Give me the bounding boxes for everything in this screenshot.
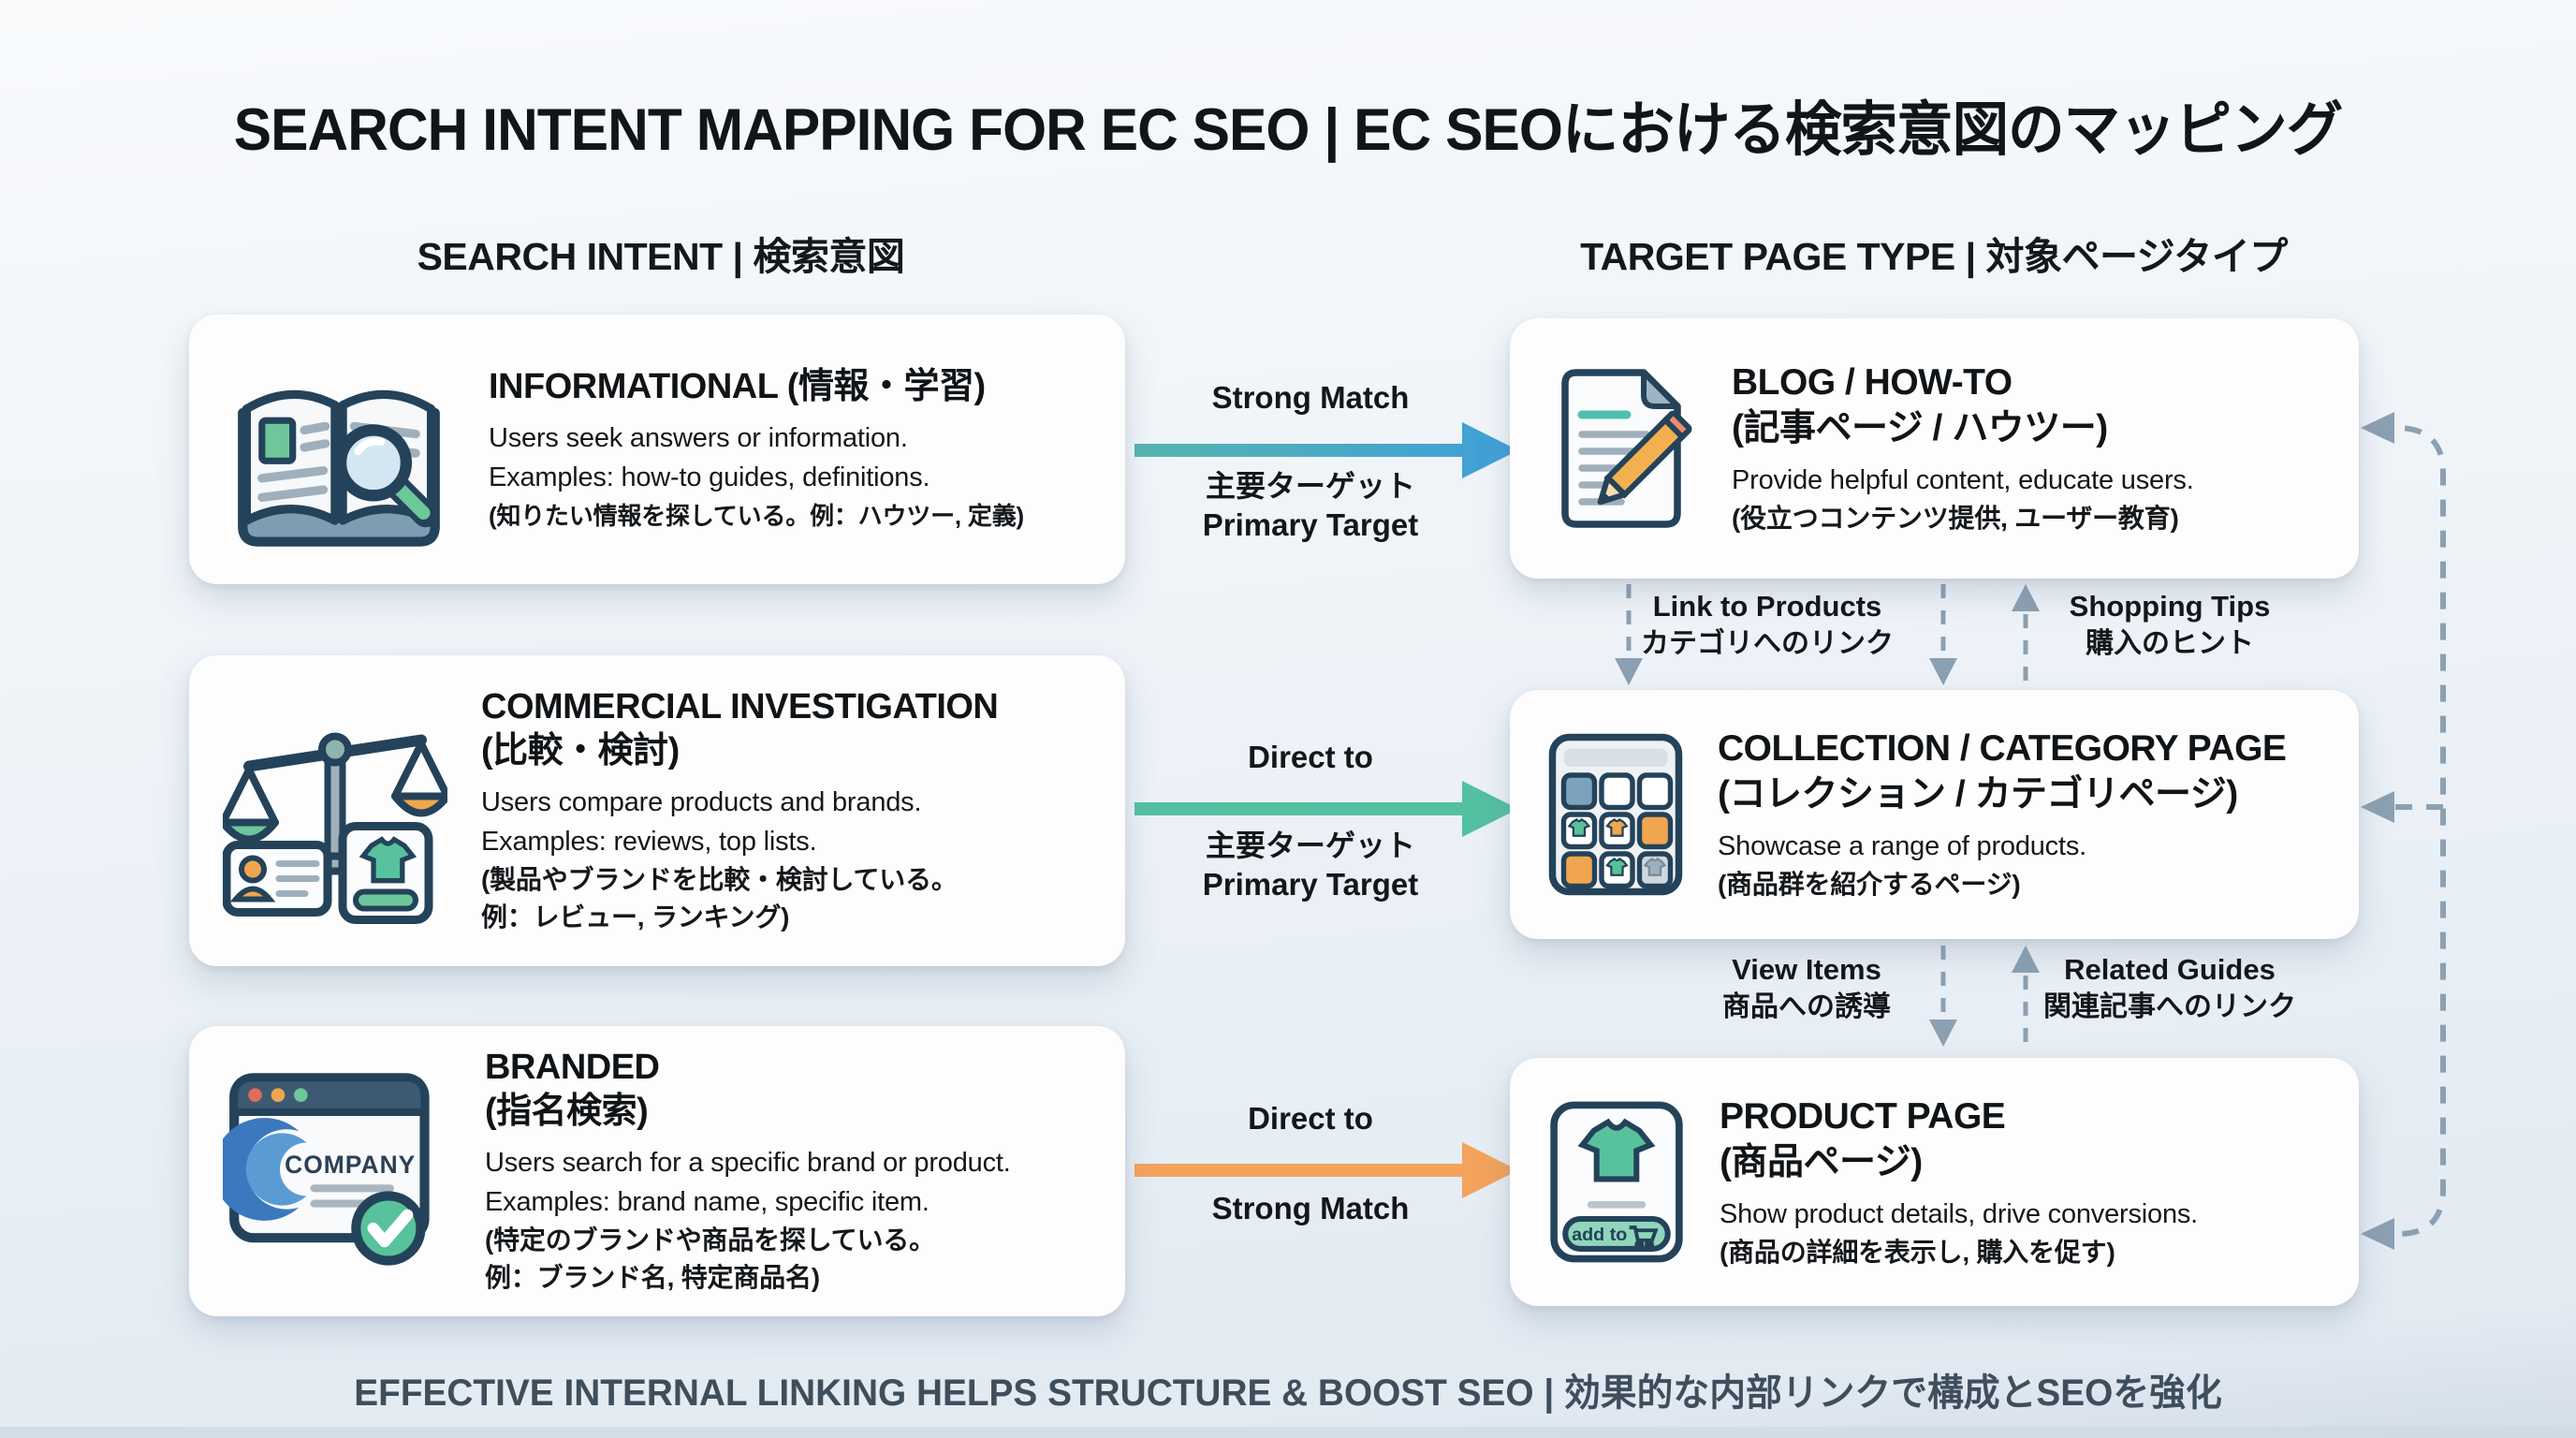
- intent-line-ja: (特定のブランドや商品を探している。: [485, 1225, 935, 1255]
- link-label-related-guides: Related Guides 関連記事へのリンク: [2043, 953, 2296, 1022]
- intent-card-branded: COMPANY BRANDED (指名検索) Users search for …: [189, 1026, 1125, 1316]
- link-label-shopping-tips: Shopping Tips 購入のヒント: [2069, 590, 2271, 659]
- page-title-line: BLOG / HOW-TO: [1732, 362, 2012, 403]
- intent-line: Examples: reviews, top lists.: [481, 827, 817, 857]
- loop-arrowheads: [2361, 412, 2394, 1250]
- intent-line: Users seek answers or information.: [489, 422, 908, 453]
- arrow-label-direct-to: Direct to: [1248, 740, 1373, 774]
- link-label-view-items: View Items 商品への誘導: [1722, 953, 1891, 1022]
- page-title-line: PRODUCT PAGE: [1720, 1095, 2006, 1137]
- arrow-label-strong-match: Strong Match: [1211, 1191, 1410, 1225]
- page-title: SEARCH INTENT MAPPING FOR EC SEO | EC SE…: [233, 97, 2343, 163]
- intent-line-ja: (知りたい情報を探している。例：ハウツー, 定義): [489, 501, 1024, 530]
- balance-scale-compare-icon: [223, 697, 447, 926]
- intent-line-ja: 例：レビュー, ランキング): [481, 902, 790, 932]
- page-title-ja: (記事ページ / ハウツー): [1732, 408, 2108, 448]
- link-label-link-to-products: Link to Products カテゴリへのリンク: [1641, 590, 1894, 659]
- column-header-target-page-type: TARGET PAGE TYPE | 対象ページタイプ: [1580, 235, 2288, 278]
- page-line: Provide helpful content, educate users.: [1732, 465, 2194, 495]
- column-header-search-intent: SEARCH INTENT | 検索意図: [417, 235, 905, 278]
- intent-line-ja: 例：ブランド名, 特定商品名): [485, 1263, 820, 1292]
- footer-note: EFFECTIVE INTERNAL LINKING HELPS STRUCTU…: [354, 1372, 2222, 1414]
- product-card-cart-icon: add to: [1545, 1095, 1688, 1269]
- cart-icon: [1629, 1225, 1659, 1250]
- page-card-product: add to PRODUCT PAGE (商品ページ) Show product…: [1510, 1058, 2359, 1306]
- company-logo-label: COMPANY: [285, 1151, 416, 1179]
- page-line-ja: (商品の詳細を表示し, 購入を促す): [1720, 1237, 2115, 1267]
- page-title-ja: (コレクション / カテゴリページ): [1718, 774, 2238, 814]
- intent-title: INFORMATIONAL (情報・学習): [489, 366, 986, 406]
- intent-line: Users compare products and brands.: [481, 787, 922, 817]
- open-book-magnifier-icon: [223, 344, 455, 555]
- intent-line-ja: (製品やブランドを比較・検討している。: [481, 865, 958, 894]
- intent-line: Users search for a specific brand or pro…: [485, 1148, 1011, 1178]
- right-side-loop-connector: [2374, 425, 2446, 1237]
- intent-card-commercial-investigation: COMMERCIAL INVESTIGATION (比較・検討) Users c…: [189, 655, 1125, 966]
- intent-title-ja: (比較・検討): [481, 731, 680, 770]
- arrow-label-primary-target: 主要ターゲット Primary Target: [1202, 829, 1419, 902]
- arrow-label-strong-match: Strong Match: [1211, 380, 1410, 415]
- branded-site-check-icon: COMPANY: [223, 1065, 451, 1277]
- article-pencil-icon: [1545, 364, 1700, 533]
- intent-title: COMMERCIAL INVESTIGATION: [481, 687, 999, 726]
- arrow-label-primary-target: 主要ターゲット Primary Target: [1202, 469, 1419, 542]
- intent-title-ja: (指名検索): [485, 1092, 649, 1131]
- bottom-edge: [0, 1427, 2576, 1438]
- page-line-ja: (役立つコンテンツ提供, ユーザー教育): [1732, 504, 2179, 533]
- intent-title: BRANDED: [485, 1048, 660, 1087]
- intent-line: Examples: how-to guides, definitions.: [489, 462, 930, 492]
- page-line: Show product details, drive conversions.: [1720, 1198, 2199, 1229]
- arrow-label-direct-to: Direct to: [1248, 1101, 1373, 1136]
- page-card-collection-category: COLLECTION / CATEGORY PAGE (コレクション / カテゴ…: [1510, 690, 2359, 939]
- page-title-line: COLLECTION / CATEGORY PAGE: [1718, 728, 2287, 769]
- page-line-ja: (商品群を紹介するページ): [1718, 870, 2021, 899]
- intent-line: Examples: brand name, specific item.: [485, 1187, 929, 1217]
- page-card-blog-howto: BLOG / HOW-TO (記事ページ / ハウツー) Provide hel…: [1510, 318, 2359, 579]
- add-to-cart-label: add to: [1572, 1225, 1627, 1245]
- page-title-ja: (商品ページ): [1720, 1141, 1923, 1182]
- category-grid-icon: [1545, 730, 1686, 899]
- page-line: Showcase a range of products.: [1718, 831, 2086, 861]
- intent-card-informational: INFORMATIONAL (情報・学習) Users seek answers…: [189, 315, 1125, 584]
- arrow-branded-to-product: [1134, 1142, 1518, 1198]
